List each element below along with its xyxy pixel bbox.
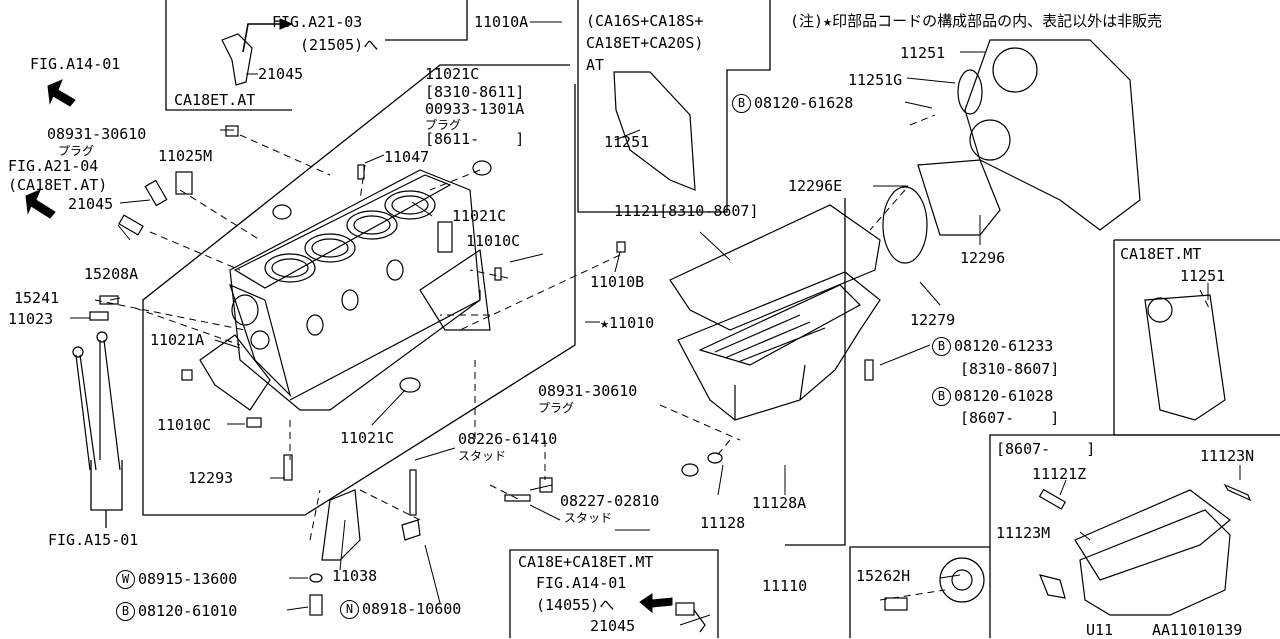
label-fig-a21-04[interactable]: FIG.A21-04 (8, 157, 99, 175)
label-ca18et-at: CA18ET.AT (174, 91, 256, 109)
b-circle-icon: B (932, 337, 951, 356)
label-21505: (21505)へ (300, 36, 379, 54)
label-11047: 11047 (384, 148, 430, 166)
label-11251-at: 11251 (604, 133, 650, 151)
label-14055: (14055)へ (536, 596, 615, 614)
label-8611: [8611- ] (425, 130, 525, 148)
label-12296: 12296 (960, 249, 1006, 267)
label-15241: 15241 (14, 289, 60, 307)
note-japanese: (注)★印部品コードの構成部品の内、表記以外は非販売 (790, 12, 1163, 30)
b-circle-icon: B (732, 94, 751, 113)
label-11121-8310: 11121[8310-8607] (614, 202, 759, 220)
label-11021c-bottom: 11021C (340, 429, 395, 447)
label-fig-a21-03[interactable]: FIG.A21-03 (272, 13, 363, 31)
label-21045-bottom: 21045 (590, 617, 636, 635)
label-11123n: 11123N (1200, 447, 1255, 465)
label-08931-30610: 08931-30610 (47, 125, 147, 143)
label-ca18e-box: CA18E+CA18ET.MT (518, 553, 654, 571)
label-11023: 11023 (8, 310, 54, 328)
n-circle-icon: N (340, 600, 359, 619)
label-08931-30610-b: 08931-30610 (538, 382, 638, 400)
label-11128: 11128 (700, 514, 746, 532)
label-15262h: 15262H (856, 567, 911, 585)
label-11010-star: ★11010 (600, 314, 655, 332)
label-08227-02810: 08227-02810 (560, 492, 660, 510)
label-8607-b: [8607- ] (996, 440, 1096, 458)
label-11021c-mid: 11021C (452, 207, 507, 225)
label-11123m: 11123M (996, 524, 1051, 542)
label-fig-a15-01[interactable]: FIG.A15-01 (48, 531, 139, 549)
label-11121z: 11121Z (1032, 465, 1087, 483)
label-plug-3: プラグ (538, 401, 575, 415)
label-12293: 12293 (188, 469, 234, 487)
label-ca18et-at-paren: (CA18ET.AT) (8, 176, 108, 194)
label-8310-8607: [8310-8607] (960, 360, 1060, 378)
label-21045-left: 21045 (68, 195, 114, 213)
label-11021a: 11021A (150, 331, 205, 349)
label-12296e: 12296E (788, 177, 843, 195)
label-stud-1: スタッド (458, 449, 507, 463)
label-fig-a14-01[interactable]: FIG.A14-01 (30, 55, 121, 73)
label-plug-2: プラグ (425, 118, 462, 132)
label-stud-2: スタッド (564, 511, 613, 525)
label-11010c-bottom: 11010C (157, 416, 212, 434)
label-11021c-top: 11021C (425, 65, 480, 83)
label-fig-a14-01-b[interactable]: FIG.A14-01 (536, 574, 627, 592)
label-11251-mt: 11251 (1180, 267, 1226, 285)
label-11110: 11110 (762, 577, 808, 595)
label-11010b: 11010B (590, 273, 645, 291)
w-circle-icon: W (116, 570, 135, 589)
label-12279: 12279 (910, 311, 956, 329)
label-11251-top: 11251 (900, 44, 946, 62)
label-ca18et-box: CA18ET+CA20S) (586, 34, 704, 52)
label-8310-8611: [8310-8611] (425, 83, 525, 101)
label-21045-top: 21045 (258, 65, 304, 83)
label-u11: U11 (1086, 621, 1114, 639)
label-15208a: 15208A (84, 265, 139, 283)
label-11025m: 11025M (158, 147, 213, 165)
b-circle-icon: B (932, 387, 951, 406)
label-11010c-mid: 11010C (466, 232, 521, 250)
label-plug-1: プラグ (58, 144, 95, 158)
label-11128a: 11128A (752, 494, 807, 512)
label-11251g: 11251G (848, 71, 903, 89)
label-at: AT (586, 56, 605, 74)
label-11010a: 11010A (474, 13, 529, 31)
label-11038: 11038 (332, 567, 378, 585)
label-ca16s-box: (CA16S+CA18S+ (586, 12, 704, 30)
label-diagram-id: AA11010139 (1152, 621, 1243, 639)
label-00933-1301a: 00933-1301A (425, 100, 525, 118)
label-08226-61410: 08226-61410 (458, 430, 558, 448)
b-circle-icon: B (116, 602, 135, 621)
label-8607-a: [8607- ] (960, 409, 1060, 427)
label-ca18et-mt: CA18ET.MT (1120, 245, 1202, 263)
